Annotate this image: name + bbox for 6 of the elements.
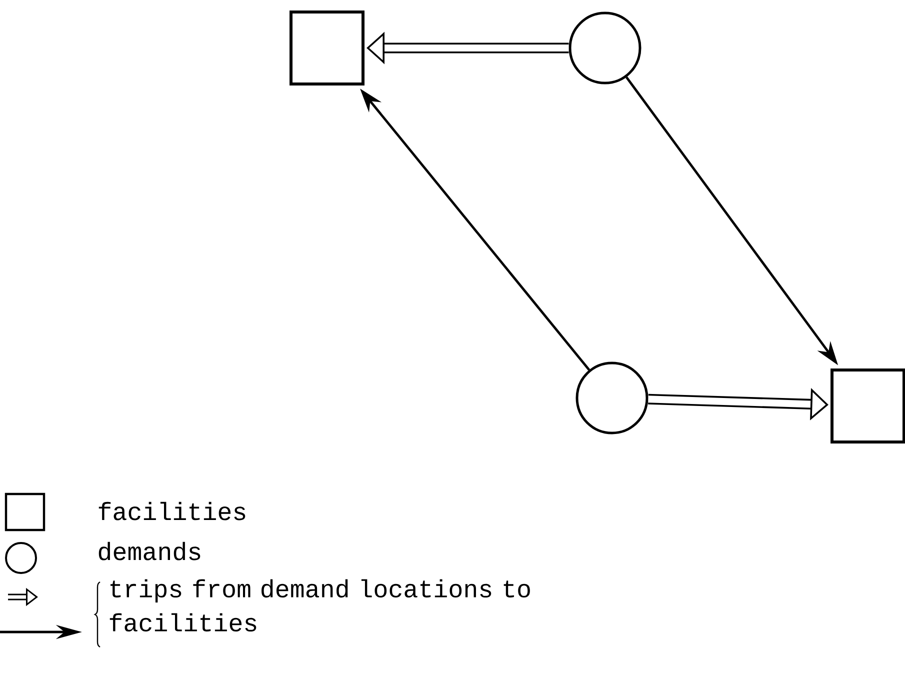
facility-square [290, 10, 364, 86]
legend-text: trips from demand locations to facilities [110, 579, 530, 632]
legend-text: demands [98, 542, 200, 560]
legend-text: facilities [98, 502, 246, 520]
demand-circle [568, 12, 642, 84]
demand-circle [576, 362, 648, 434]
